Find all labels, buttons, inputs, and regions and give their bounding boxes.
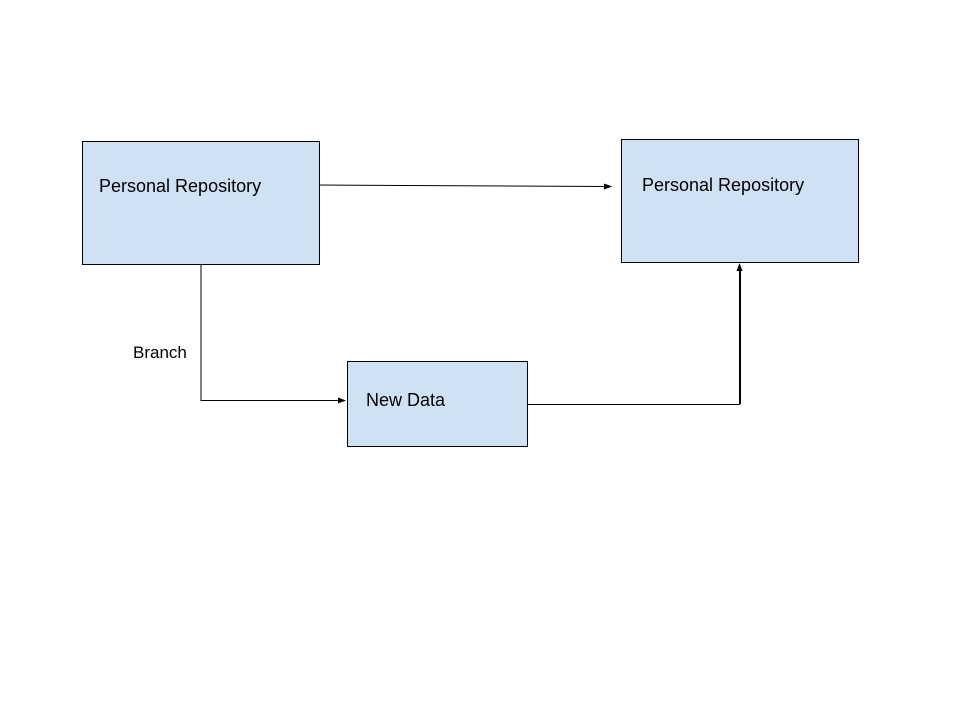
arrow-repo-left-to-repo-right (313, 183, 612, 190)
node-label: New Data (366, 390, 446, 410)
arrow-new-data-to-repo-right (528, 263, 743, 405)
node-new-data: New Data (347, 361, 528, 447)
node-personal-repository-left: Personal Repository (82, 141, 320, 265)
node-label: Personal Repository (642, 175, 805, 195)
edge-label-branch: Branch (133, 343, 187, 362)
node-personal-repository-right: Personal Repository (621, 139, 859, 263)
arrow-branch-to-new-data (200, 265, 346, 404)
node-label: Personal Repository (99, 176, 262, 196)
